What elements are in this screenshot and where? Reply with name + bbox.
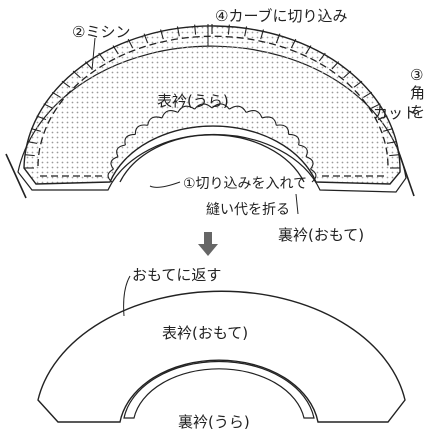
seam-fold — [288, 133, 300, 146]
curve-notch — [72, 70, 81, 79]
label-step3-line2: を — [410, 103, 425, 121]
under-collar-inner-edge — [123, 360, 315, 419]
curve-notch — [43, 103, 53, 109]
down-arrow — [198, 232, 218, 256]
seam-fold — [110, 156, 119, 170]
corner-cut-right — [397, 149, 415, 197]
seam-fold — [177, 105, 195, 113]
seam-fold — [147, 116, 163, 126]
bottom-collar-figure — [37, 275, 406, 423]
curve-notch — [305, 45, 312, 55]
curve-notch — [84, 61, 93, 70]
seam-fold — [107, 168, 114, 183]
curve-notch — [143, 33, 149, 44]
label-step1-line1: ①切り込みを入れて — [183, 176, 307, 192]
curve-notch — [194, 24, 197, 35]
label-under-collar-back: 裏衿(うら) — [178, 413, 250, 431]
curve-notch — [343, 70, 352, 79]
label-step3-line1: 角 — [410, 84, 425, 102]
corner-cut-left — [5, 153, 27, 199]
seam-fold — [310, 168, 317, 183]
curve-notch — [127, 38, 134, 49]
curve-notch — [377, 115, 388, 121]
outer-collar-fill — [23, 25, 401, 185]
curve-notch — [275, 33, 281, 44]
curve-notch — [371, 103, 381, 109]
curve-notch — [27, 140, 38, 144]
curve-notch — [318, 52, 326, 62]
seam-fold — [134, 124, 148, 135]
curve-notch — [112, 45, 119, 55]
leader-under-collar — [295, 193, 299, 215]
curve-notches — [24, 24, 400, 169]
seam-fold — [124, 133, 136, 146]
label-turn-right-side: おもてに返す — [132, 266, 221, 284]
label-step3-line3: カット — [373, 104, 418, 122]
seam-fold — [305, 156, 314, 170]
curve-notch — [353, 80, 363, 88]
curve-notch — [176, 26, 180, 37]
curve-notch — [260, 29, 264, 40]
label-step1-line2: 縫い代を折る — [206, 202, 290, 218]
outer-collar-right-side — [37, 290, 406, 423]
seam-fold — [261, 116, 277, 126]
seam-fold — [245, 110, 263, 119]
leader-step1 — [149, 181, 181, 188]
label-outer-collar-front: 表衿(おもて) — [162, 324, 248, 342]
inner-seam-folds — [107, 103, 317, 183]
curve-notch — [244, 26, 248, 37]
curve-notch — [389, 154, 400, 157]
curve-notch — [51, 91, 61, 98]
seam-fold — [116, 144, 126, 157]
label-outer-collar-back: 表衿(うら) — [157, 92, 229, 110]
seam-fold — [298, 144, 308, 157]
curve-notch — [290, 38, 297, 49]
label-step2-machine: ②ミシン — [72, 23, 130, 41]
curve-notch — [61, 80, 71, 88]
curve-notch — [98, 52, 106, 62]
seam-fold — [229, 105, 247, 113]
leader-step2 — [91, 37, 96, 71]
curve-notch — [24, 154, 35, 157]
curve-notch — [383, 128, 393, 132]
label-step3-num: ③ — [410, 66, 423, 84]
top-collar-figure — [5, 24, 415, 215]
inner-seam — [119, 134, 305, 183]
label-step4-curve-cut: ④カーブに切り込み — [215, 7, 348, 25]
seam-fold — [194, 103, 213, 110]
seam-fold — [211, 103, 230, 110]
curve-notch — [227, 24, 230, 35]
curve-notch — [386, 140, 397, 144]
leader-turn — [123, 275, 131, 317]
label-under-collar-front: 裏衿(おもて) — [278, 226, 364, 244]
curve-notch — [331, 61, 340, 70]
curve-notch — [36, 115, 47, 121]
curve-notch — [363, 91, 373, 98]
seam-fold — [161, 110, 179, 119]
curve-notch — [160, 29, 164, 40]
seam-fold — [276, 124, 290, 135]
curve-notch — [31, 128, 41, 132]
